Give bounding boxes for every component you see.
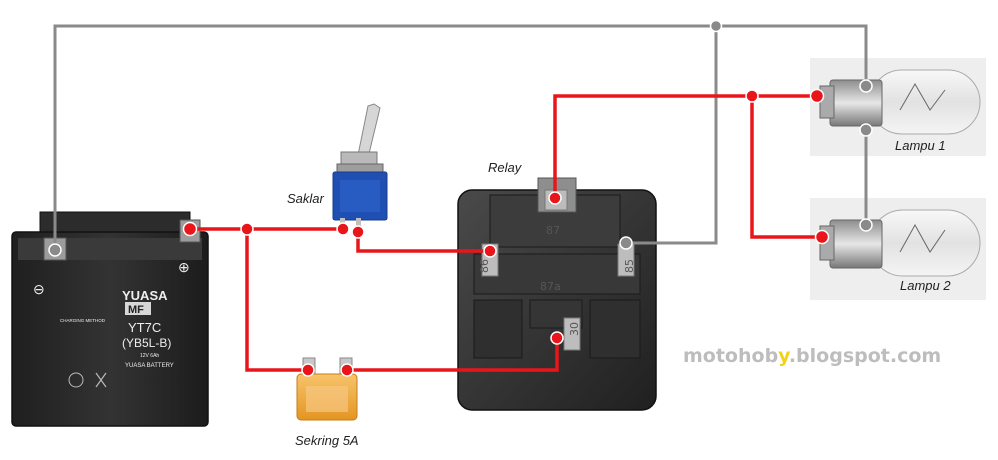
switch-label: Saklar <box>287 191 325 206</box>
toggle-switch <box>332 103 388 230</box>
battery-voltage: 12V 6Ah <box>140 353 159 359</box>
relay-pin-87: 87 <box>546 224 560 237</box>
positive-nodes <box>182 88 830 377</box>
wire-lamp2-branch <box>750 96 822 239</box>
relay-label: Relay <box>488 160 523 175</box>
watermark-prefix: motohob <box>683 345 778 367</box>
relay-pin-86: 86 <box>478 259 491 273</box>
lamp-2 <box>810 198 986 300</box>
no-dispose-icon <box>95 372 107 388</box>
battery: ⊖ ⊕ YUASA MF CHARGING METHOD YT7C (YB5L-… <box>11 211 209 427</box>
lamp-1-label: Lampu 1 <box>895 138 946 153</box>
watermark: motohoby.blogspot.com <box>683 345 941 367</box>
fuse-label: Sekring 5A <box>295 433 359 448</box>
ground-wire-lamp1 <box>716 24 868 86</box>
recycle-icon <box>68 372 84 388</box>
lamp-2-label: Lampu 2 <box>900 278 951 293</box>
battery-footer: YUASA BATTERY <box>125 363 174 369</box>
lamp-1 <box>810 58 986 156</box>
positive-wires <box>190 94 822 372</box>
battery-brand: YUASA <box>122 288 168 303</box>
relay-pin-30: 30 <box>568 322 581 336</box>
battery-type: MF <box>128 304 144 316</box>
battery-model-sub: (YB5L-B) <box>122 336 171 350</box>
wire-battery-to-fuse <box>245 229 308 372</box>
relay: 87 87a 86 85 30 <box>457 177 657 411</box>
relay-pin-87a: 87a <box>540 280 561 293</box>
wire-fuse-to-relay-30 <box>347 338 559 372</box>
battery-plus-symbol: ⊕ <box>178 259 190 275</box>
relay-pin-85: 85 <box>623 259 636 273</box>
watermark-highlight: y <box>778 345 791 367</box>
battery-minus-symbol: ⊖ <box>33 281 45 297</box>
watermark-suffix: .blogspot.com <box>789 345 941 367</box>
ground-nodes <box>48 19 873 257</box>
battery-charging-method: CHARGING METHOD <box>60 318 106 323</box>
wire-relay-87-to-lamps <box>553 94 817 198</box>
battery-model: YT7C <box>128 320 161 335</box>
